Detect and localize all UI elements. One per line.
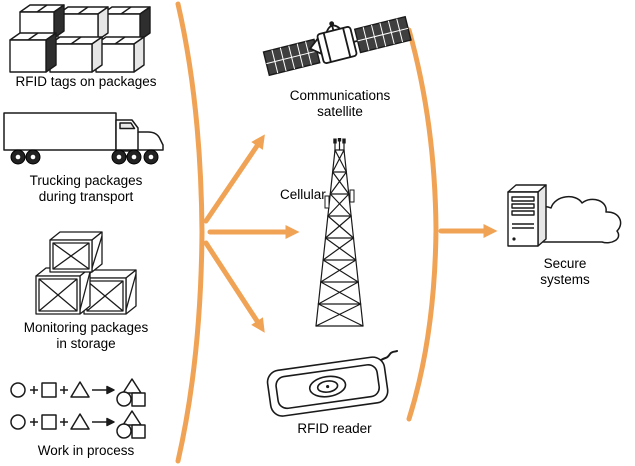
label-work-in-process: Work in process <box>37 443 135 458</box>
label-trucking: Trucking packages during transport <box>29 173 143 205</box>
reader-cable <box>377 350 398 363</box>
arrow-to-rfid-reader <box>203 240 265 333</box>
label-cellular: Cellular <box>280 187 326 202</box>
cell-tower-icon <box>302 138 377 328</box>
server-cloud-icon <box>498 180 628 255</box>
left-brace <box>175 1 205 464</box>
label-rfid-tags: RFID tags on packages <box>15 74 157 89</box>
satellite-icon <box>262 6 412 84</box>
rfid-reader-icon <box>260 348 400 420</box>
label-satellite: Communications satellite <box>289 88 391 120</box>
label-secure-systems: Secure systems <box>540 256 590 288</box>
label-rfid-reader: RFID reader <box>297 421 372 436</box>
server-tower <box>507 184 547 247</box>
packages-icon <box>6 2 166 74</box>
arrow-to-satellite <box>203 134 265 224</box>
label-monitoring: Monitoring packages in storage <box>23 320 149 352</box>
truck-icon <box>2 110 167 168</box>
work-in-process-icon <box>8 376 163 440</box>
crates-icon <box>28 226 143 318</box>
